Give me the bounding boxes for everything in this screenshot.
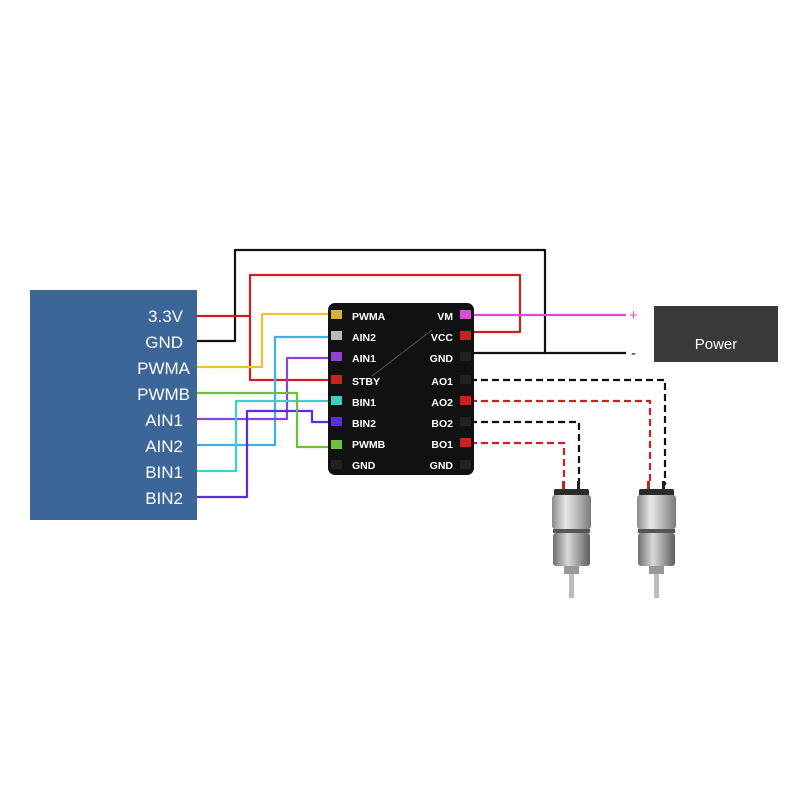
wire-ao2 [470,399,652,485]
wires [193,248,667,499]
pin-pad [331,440,342,449]
microcontroller: 3.3V GND PWMA PWMB AIN1 AIN2 BIN1 BIN2 [30,290,197,520]
pin-pad [331,352,342,361]
driver-pin-label: BIN1 [352,397,376,409]
mcu-pin-label: AIN1 [145,411,183,430]
pin-pad [460,352,471,361]
driver-pin-label: BO1 [431,439,453,451]
chip-marking [371,329,433,377]
wire-gnd [193,248,547,355]
motor-body [552,495,591,529]
driver-pin-label: AO2 [431,397,453,409]
mcu-pin-label: GND [145,333,183,352]
pin-pad [460,310,471,319]
driver-pin-label: AIN1 [352,353,376,365]
power-box [654,306,778,362]
motor-shaft [654,574,659,598]
wire-bin1 [193,399,334,473]
wire-ao1 [470,378,667,485]
mcu-pin-label: BIN2 [145,489,183,508]
pin-pad [331,331,342,340]
left-pin-pads [331,310,342,469]
pin-pad [460,438,471,447]
wire-pwma [193,312,334,369]
power-label: Power [695,336,738,353]
driver-board [328,303,474,475]
motor-collar [649,566,664,574]
driver-pin-label: VCC [431,332,454,344]
wire-stby [248,314,334,382]
motor-collar [564,566,579,574]
driver-pin-label: BO2 [431,418,453,430]
motor-driver-module: PWMA AIN2 AIN1 STBY BIN1 BIN2 PWMB GND V… [328,303,474,475]
power-plus-label: + [629,307,638,324]
pin-pad [331,375,342,384]
right-pin-pads [460,310,471,469]
mcu-pin-label: PWMA [137,359,191,378]
driver-pin-label: VM [437,311,453,323]
motor-red-lead [647,481,650,493]
driver-pin-label: PWMA [352,311,386,323]
driver-pin-label: AIN2 [352,332,376,344]
microcontroller-board [30,290,197,520]
pin-pad [460,460,471,469]
pin-pad [331,310,342,319]
motor-black-lead [577,481,580,493]
driver-pin-label: GND [352,460,376,472]
motor-ring [553,529,590,533]
driver-pin-label: BIN2 [352,418,376,430]
pin-pad [460,417,471,426]
wire-bin2 [193,409,334,499]
wire-ain2 [193,335,334,447]
driver-pin-label: PWMB [352,439,386,451]
pin-pad [460,396,471,405]
mcu-pin-label: AIN2 [145,437,183,456]
motor-ring [638,529,675,533]
power-supply: + - Power [629,306,778,362]
motor-body [637,495,676,529]
mcu-pin-label: 3.3V [148,307,184,326]
driver-pin-label: STBY [352,376,380,388]
motor-black-lead [662,481,665,493]
wire-3v3 [193,273,522,334]
motor-red-lead [562,481,565,493]
motor-b [637,481,676,598]
pin-pad [331,460,342,469]
pin-pad [460,331,471,340]
motor-gearbox [638,533,675,566]
pin-pad [460,375,471,384]
wire-bo1 [470,441,566,485]
power-minus-label: - [631,345,636,362]
wire-pwmb [193,391,334,449]
pin-pad [331,417,342,426]
driver-pin-label: AO1 [431,376,453,388]
driver-pin-label: GND [430,353,454,365]
motor-a [552,481,591,598]
motor-gearbox [553,533,590,566]
wire-ain1 [193,356,334,421]
pin-pad [331,396,342,405]
motor-shaft [569,574,574,598]
driver-pin-label: GND [430,460,454,472]
mcu-pin-label: BIN1 [145,463,183,482]
wire-bo2 [470,420,581,485]
mcu-pin-label: PWMB [137,385,190,404]
